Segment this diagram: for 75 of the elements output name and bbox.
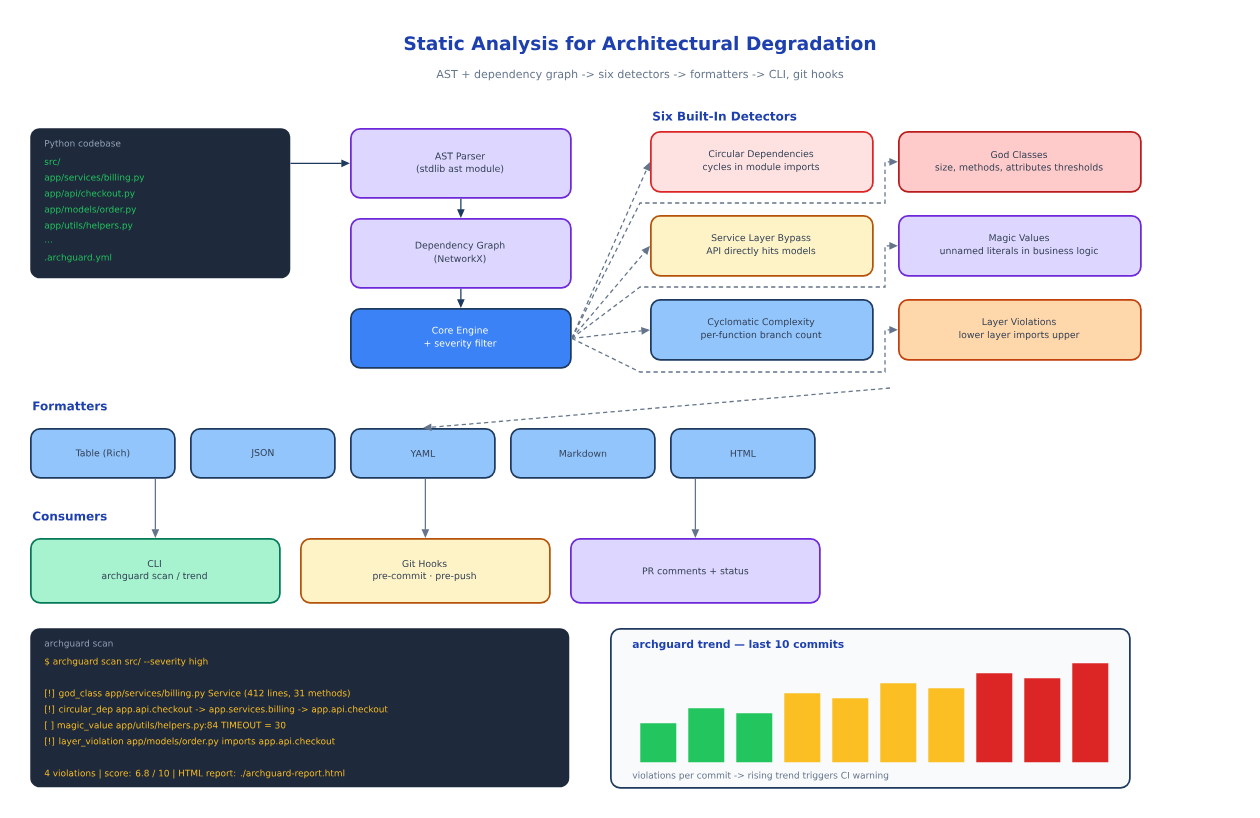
bar bbox=[784, 693, 821, 763]
heading: Cyclomatic Complexity bbox=[707, 318, 815, 327]
terminal-line: [!] circular_dep app.api.checkout -> app.services.billing -> app.api.checkout bbox=[45, 705, 388, 715]
consumer-box bbox=[300, 538, 551, 604]
consumer-box bbox=[30, 538, 281, 604]
code-panel bbox=[30, 128, 291, 279]
file-path: ... bbox=[45, 241, 52, 243]
terminal-line: [ ] magic_value app/utils/helpers.py:84 TIMEOUT = 30 bbox=[45, 721, 286, 731]
section-heading: Consumers bbox=[32, 511, 107, 521]
bar bbox=[640, 723, 677, 763]
chart-caption: violations per commit -> rising trend triggers CI warning bbox=[632, 771, 889, 781]
description: + severity filter bbox=[424, 339, 497, 349]
description: per-function branch count bbox=[701, 331, 822, 341]
file-path: app/utils/helpers.py bbox=[44, 221, 133, 231]
file-path: src/ bbox=[44, 158, 61, 166]
detector-box bbox=[650, 215, 874, 277]
file-path: .archguard.yml bbox=[45, 253, 112, 263]
description: size, methods, attributes thresholds bbox=[935, 163, 1103, 172]
terminal-panel bbox=[30, 628, 570, 788]
detector-box bbox=[898, 131, 1142, 193]
description: pre-commit · pre-push bbox=[373, 572, 476, 582]
title: Static Analysis for Architectural Degradation bbox=[404, 35, 876, 55]
bar bbox=[688, 708, 725, 763]
heading: AST Parser bbox=[435, 152, 486, 160]
file-path: app/models/order.py bbox=[44, 205, 137, 215]
terminal-line: [!] layer_violation app/models/order.py imports app.api.checkout bbox=[45, 737, 335, 747]
chart-title: archguard trend — last 10 commits bbox=[632, 639, 844, 651]
heading: God Classes bbox=[991, 150, 1048, 159]
bar bbox=[1024, 678, 1061, 763]
formatter-box: JSON bbox=[190, 428, 336, 479]
file-path: app/api/checkout.py bbox=[44, 189, 135, 199]
formatter-box: Markdown bbox=[510, 428, 656, 479]
terminal-line: 4 violations | score: 6.8 / 10 | HTML report: ./archguard-report.html bbox=[44, 769, 345, 779]
process-box bbox=[350, 308, 572, 369]
process-box bbox=[350, 128, 572, 199]
description: API directly hits models bbox=[706, 247, 816, 257]
heading: CLI bbox=[147, 560, 161, 568]
chart-panel bbox=[610, 628, 1131, 789]
detector-box bbox=[898, 215, 1142, 277]
description: lower layer imports upper bbox=[959, 331, 1080, 341]
description: archguard scan / trend bbox=[102, 572, 207, 582]
description: cycles in module imports bbox=[703, 163, 820, 172]
panel-heading: archguard scan bbox=[44, 639, 113, 649]
bar bbox=[928, 688, 965, 763]
formatter-box: HTML bbox=[670, 428, 816, 479]
formatter-box: Table (Rich) bbox=[30, 428, 176, 479]
file-path: app/services/billing.py bbox=[44, 173, 145, 183]
subtitle: AST + dependency graph -> six detectors -> formatters -> CLI, git hooks bbox=[436, 69, 844, 81]
heading: Core Engine bbox=[432, 326, 488, 336]
detector-box bbox=[650, 131, 874, 193]
bar bbox=[976, 673, 1013, 763]
heading: Layer Violations bbox=[982, 318, 1056, 327]
description: unnamed literals in business logic bbox=[940, 247, 1098, 257]
heading: Service Layer Bypass bbox=[711, 234, 811, 243]
detector-box bbox=[898, 299, 1142, 361]
bar bbox=[832, 698, 869, 763]
description: (stdlib ast module) bbox=[416, 164, 504, 174]
consumer-box: PR comments + status bbox=[570, 538, 821, 604]
detector-box bbox=[650, 299, 874, 361]
description: (NetworkX) bbox=[434, 254, 486, 264]
bar bbox=[736, 713, 773, 763]
terminal-line: [!] god_class app/services/billing.py Service (412 lines, 31 methods) bbox=[45, 689, 350, 699]
panel-heading: Python codebase bbox=[45, 139, 121, 149]
terminal-line: $ archguard scan src/ --severity high bbox=[45, 657, 208, 667]
bar bbox=[880, 683, 917, 763]
heading: Dependency Graph bbox=[415, 241, 505, 251]
section-heading: Six Built-In Detectors bbox=[653, 111, 797, 121]
process-box bbox=[350, 218, 572, 289]
heading: Magic Values bbox=[989, 234, 1049, 243]
dashed-arrow bbox=[571, 327, 650, 339]
heading: Circular Dependencies bbox=[708, 150, 814, 159]
bar bbox=[1072, 663, 1109, 763]
formatter-box: YAML bbox=[350, 428, 496, 479]
section-heading: Formatters bbox=[33, 401, 107, 411]
heading: Git Hooks bbox=[402, 559, 447, 568]
